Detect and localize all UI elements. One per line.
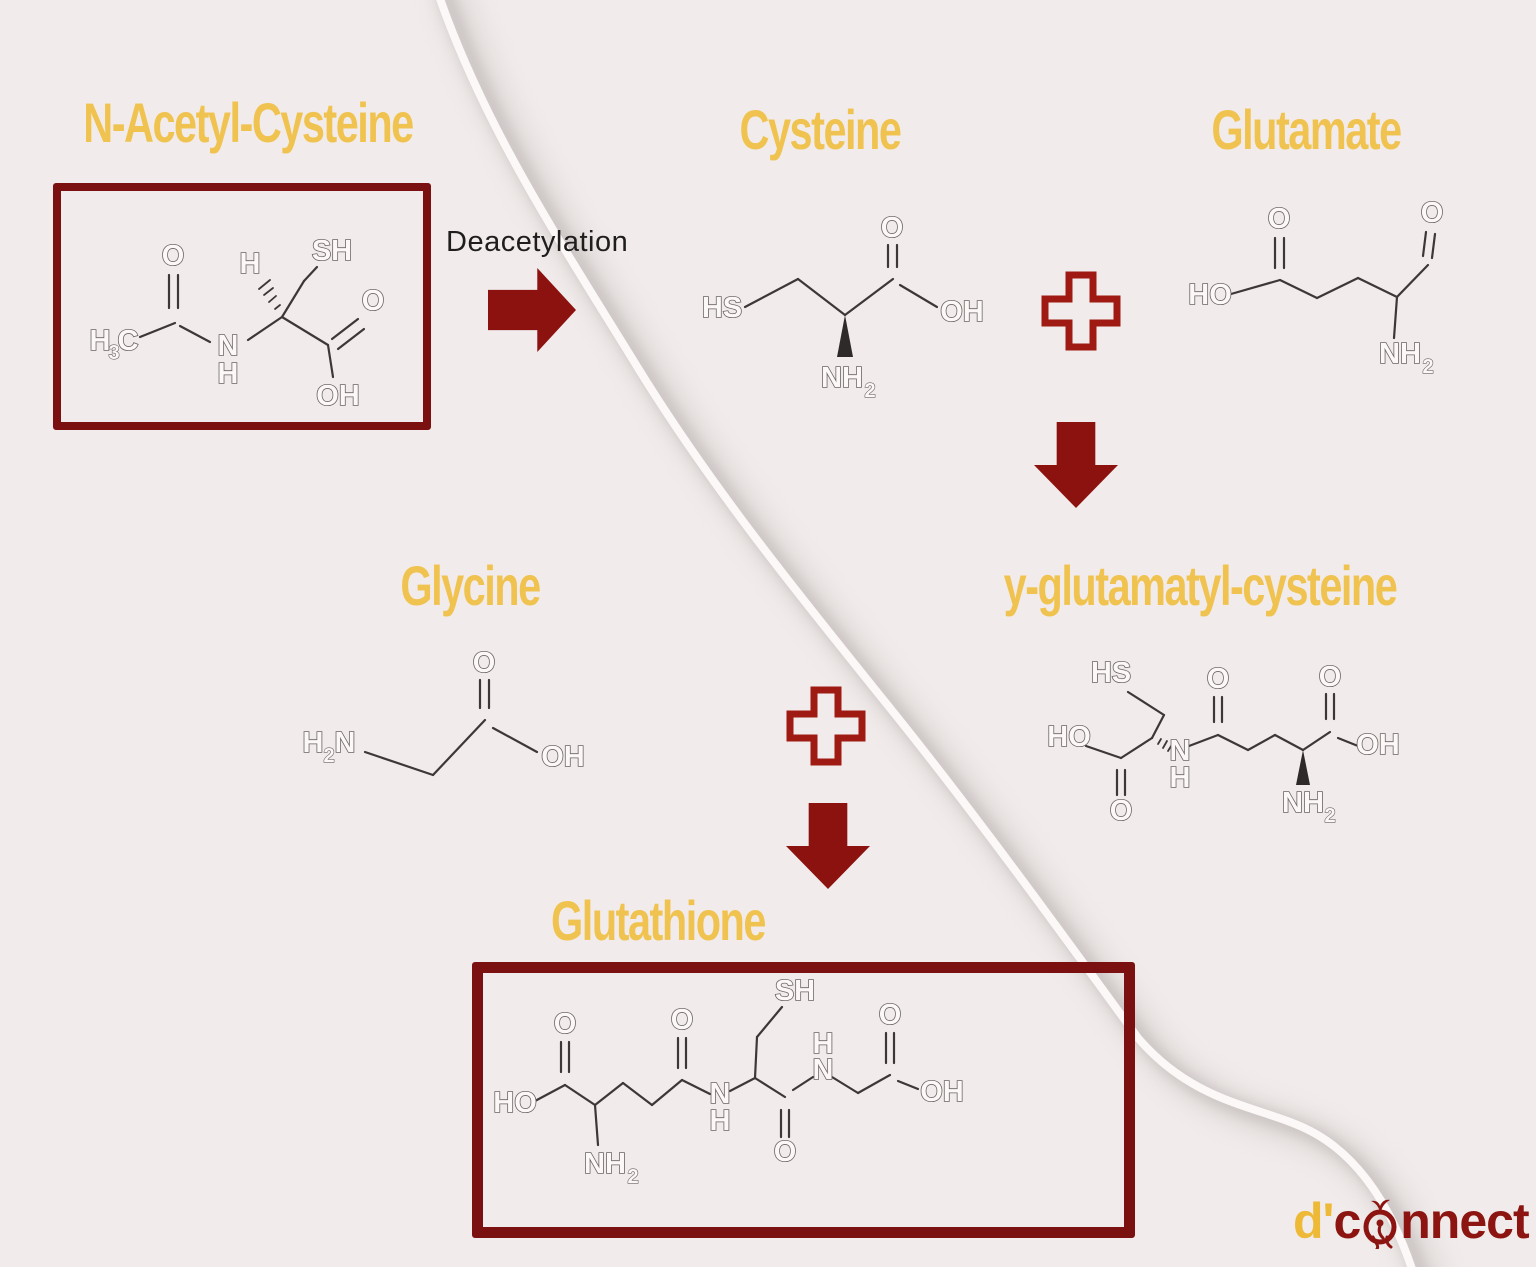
- glycine-structure: H 2 N O OH: [302, 646, 586, 777]
- atom-label-sub: 2: [864, 380, 875, 402]
- logo-apple-icon: [1363, 1199, 1397, 1249]
- logo-prefix: d': [1293, 1193, 1334, 1249]
- bonds: [743, 243, 939, 357]
- atom-label: O: [1319, 661, 1342, 693]
- atom-label: H: [218, 358, 239, 390]
- atom-label: O: [162, 240, 185, 272]
- logo-rest: nnect: [1400, 1193, 1529, 1249]
- title-n-acetyl-cysteine: N-Acetyl-Cysteine: [83, 91, 414, 154]
- glutamate-structure: HO O O NH 2: [1187, 196, 1444, 378]
- atom-label: H: [1170, 762, 1191, 794]
- atom-label: O: [881, 212, 904, 244]
- down-arrow-icon: [1034, 422, 1118, 508]
- atom-label: N: [813, 1054, 834, 1086]
- atom-label: NH: [1379, 338, 1421, 370]
- plus-icon: [1041, 271, 1121, 351]
- bonds: [138, 265, 366, 379]
- atom-label: H: [90, 325, 111, 357]
- title-cysteine: Cysteine: [739, 98, 902, 161]
- bonds: [1229, 230, 1437, 340]
- atom-label: HS: [1091, 657, 1131, 689]
- atom-label: O: [1207, 663, 1230, 695]
- atom-label: O: [362, 285, 385, 317]
- atom-label: OH: [541, 741, 585, 773]
- brand-logo: d'c nnect: [1293, 1192, 1530, 1250]
- down-arrow-icon: [786, 803, 870, 889]
- bonds: [1084, 690, 1360, 797]
- atom-label: O: [1110, 795, 1133, 827]
- atom-label: C: [118, 325, 139, 357]
- atom-label: OH: [940, 296, 984, 328]
- atom-label: O: [1268, 203, 1291, 235]
- bonds: [363, 678, 539, 777]
- atom-label: O: [774, 1136, 797, 1168]
- atom-label: OH: [316, 380, 360, 412]
- atom-label: OH: [920, 1076, 964, 1108]
- atom-label: HO: [1188, 279, 1232, 311]
- title-glycine: Glycine: [400, 554, 541, 617]
- atom-label: H: [710, 1105, 731, 1137]
- atom-label: OH: [1356, 729, 1400, 761]
- atom-label: N: [335, 727, 356, 759]
- atom-label: SH: [312, 235, 352, 267]
- y-glutamatyl-cysteine-structure: HS HO O N H O NH 2 O OH: [1046, 656, 1400, 828]
- atom-label: N: [218, 330, 239, 362]
- plus-icon: [786, 686, 866, 766]
- title-glutathione: Glutathione: [551, 889, 766, 952]
- atom-label: O: [879, 999, 902, 1031]
- deacetylation-label: Deacetylation: [446, 226, 629, 258]
- atom-label: NH: [584, 1148, 626, 1180]
- title-glutamate: Glutamate: [1211, 98, 1402, 161]
- n-acetyl-cysteine-frame: [53, 183, 431, 430]
- atom-label: SH: [775, 975, 815, 1007]
- atom-label-sub: 2: [1422, 356, 1433, 378]
- n-acetyl-cysteine-structure: H 3 C O N H H SH O OH: [89, 234, 385, 413]
- atom-label: NH: [821, 362, 863, 394]
- right-arrow-icon: [488, 268, 576, 352]
- glutathione-structure: HO O NH 2 O N H SH O H N O OH: [492, 974, 964, 1188]
- atom-label: O: [671, 1004, 694, 1036]
- atom-label-sub: 2: [1324, 805, 1335, 827]
- atom-label-sub: 3: [108, 342, 119, 364]
- atom-label: HS: [702, 292, 742, 324]
- atom-label: NH: [1282, 787, 1324, 819]
- cysteine-structure: HS O OH NH 2: [701, 211, 984, 402]
- atom-label: H: [240, 248, 261, 280]
- logo-c: c: [1333, 1193, 1361, 1249]
- atom-label: HO: [493, 1087, 537, 1119]
- atom-label-sub: 2: [627, 1166, 638, 1188]
- atom-label: O: [1421, 197, 1444, 229]
- title-y-glutamatyl-cysteine: y-glutamatyl-cysteine: [1003, 554, 1398, 617]
- atom-label: H: [303, 727, 324, 759]
- atom-label: O: [554, 1008, 577, 1040]
- atom-label: O: [473, 647, 496, 679]
- atom-label: HO: [1047, 721, 1091, 753]
- atom-label-sub: 2: [323, 745, 334, 767]
